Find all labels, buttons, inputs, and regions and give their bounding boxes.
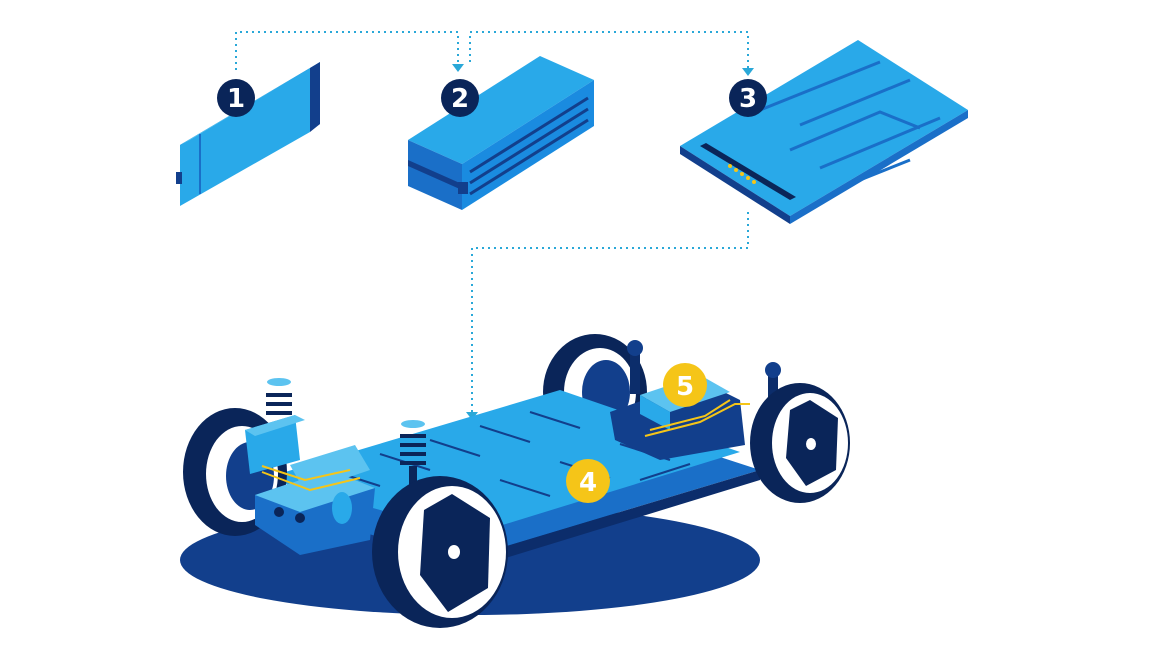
electric-drive	[610, 340, 781, 460]
connector-2-to-3	[469, 31, 749, 68]
connector-3-to-4	[471, 212, 749, 412]
badge-4: 4	[566, 459, 610, 503]
badge-5: 5	[663, 363, 707, 407]
battery-module-illustration	[408, 56, 594, 210]
badge-2-number: 2	[451, 84, 469, 114]
badge-4-number: 4	[579, 468, 597, 498]
battery-pack-illustration	[680, 40, 968, 224]
connector-lines	[235, 31, 749, 412]
chassis-illustration	[180, 334, 850, 628]
arrowhead-2	[452, 64, 464, 72]
connector-1-to-2	[235, 31, 459, 70]
front-right-spring	[400, 434, 426, 465]
front-left-spring	[266, 393, 292, 415]
arrowhead-4	[466, 412, 478, 420]
front-drive-unit	[245, 378, 426, 555]
badge-3: 3	[729, 79, 767, 117]
step-badges: 1 2 3 4 5	[217, 79, 767, 503]
badge-1-number: 1	[227, 84, 245, 114]
arrowhead-3	[742, 68, 754, 76]
front-right-wheel	[372, 476, 508, 628]
badge-1: 1	[217, 79, 255, 117]
badge-5-number: 5	[676, 372, 694, 402]
badge-3-number: 3	[739, 84, 757, 114]
badge-2: 2	[441, 79, 479, 117]
rear-right-wheel	[750, 383, 850, 503]
connector-arrowheads	[452, 64, 754, 420]
battery-cell-illustration	[176, 62, 320, 206]
